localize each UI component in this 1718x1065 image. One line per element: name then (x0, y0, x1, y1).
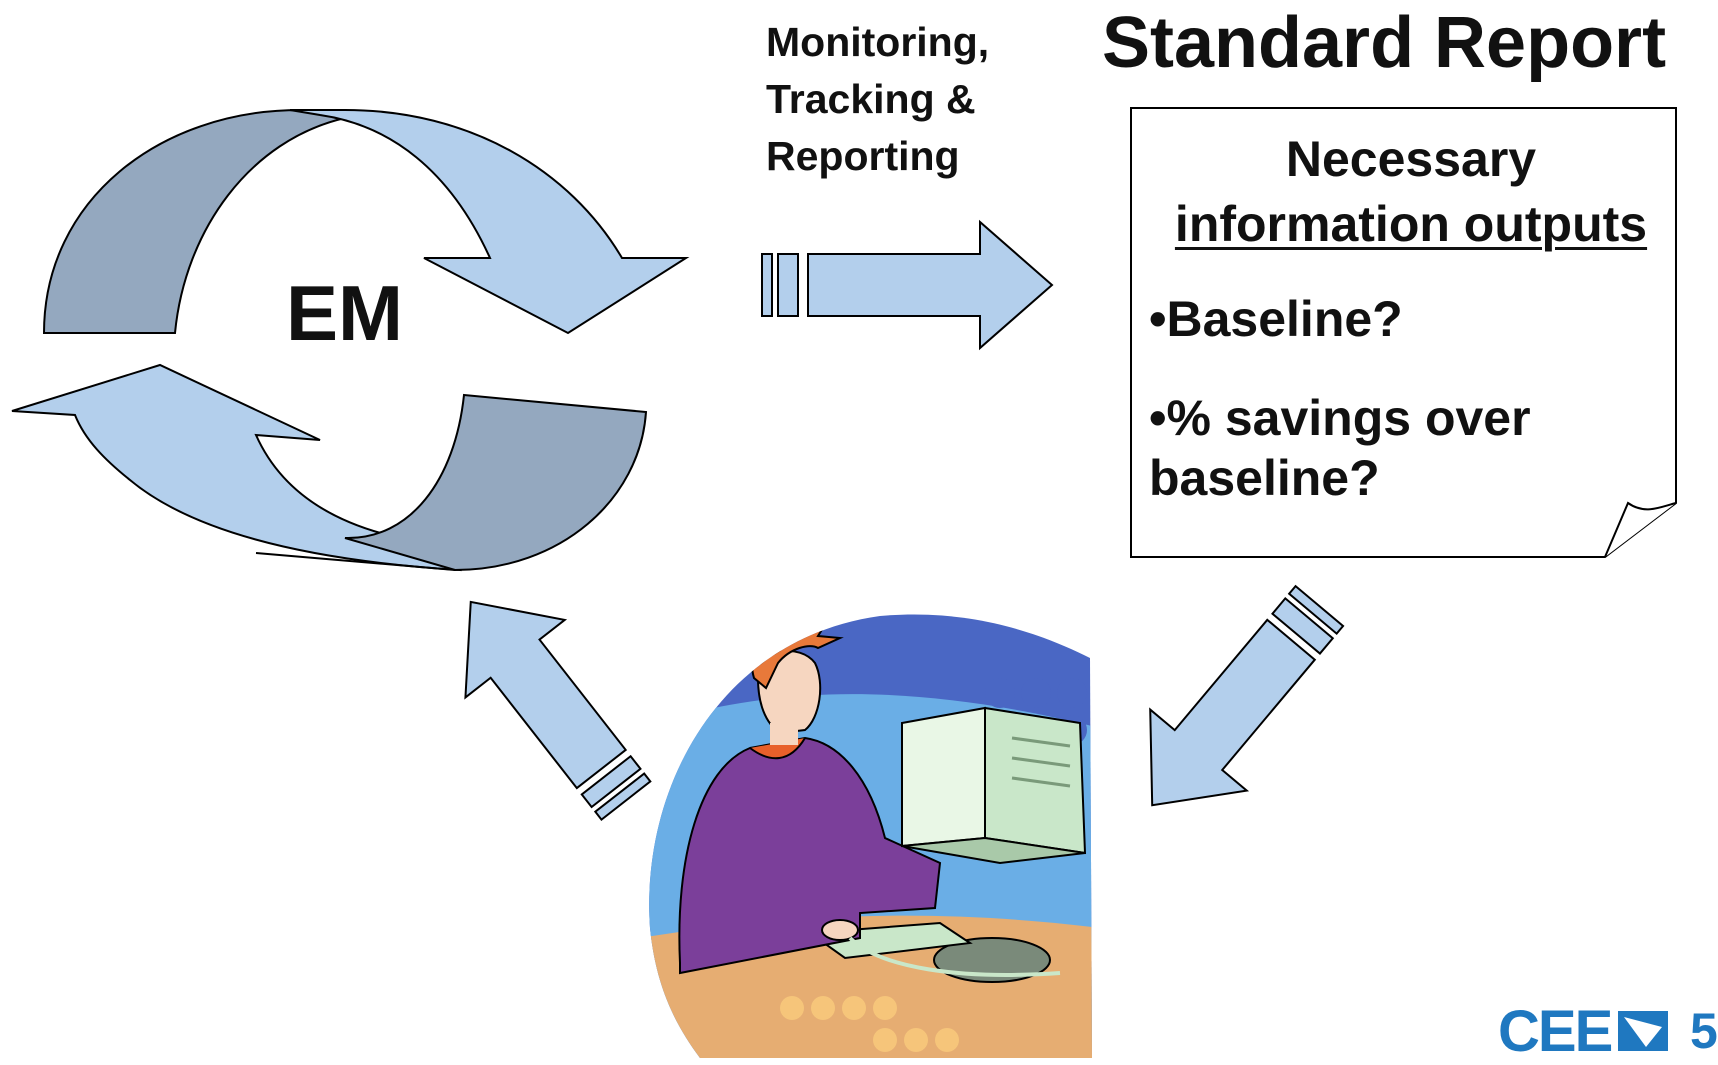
up-left-arrow-icon (464, 600, 652, 822)
report-heading-line2: information outputs (1174, 196, 1648, 252)
logo: CEE (1498, 998, 1672, 1065)
page-number: 5 (1690, 1003, 1718, 1059)
document-icon (1130, 107, 1677, 558)
cycle-label: EM (286, 269, 403, 357)
person-at-computer-illustration (649, 614, 1092, 1058)
report-bullet-savings: •% savings over baseline? (1149, 390, 1531, 506)
logo-mark-icon (1617, 1011, 1668, 1051)
right-arrow-icon (761, 219, 1054, 351)
report-heading-line1: Necessary (1285, 131, 1537, 187)
logo-text: CEE (1498, 999, 1613, 1064)
cycle-arrows-icon (11, 108, 690, 572)
cycle-bottom-back-band (344, 393, 648, 572)
cycle-top-front-band (289, 109, 690, 335)
cycle-bottom-front-band (11, 363, 462, 572)
down-left-arrow-icon (1149, 584, 1345, 807)
page-title: Standard Report (1102, 3, 1667, 83)
process-label: Monitoring, Tracking & Reporting (766, 19, 990, 179)
report-bullet-baseline: •Baseline? (1149, 291, 1403, 347)
